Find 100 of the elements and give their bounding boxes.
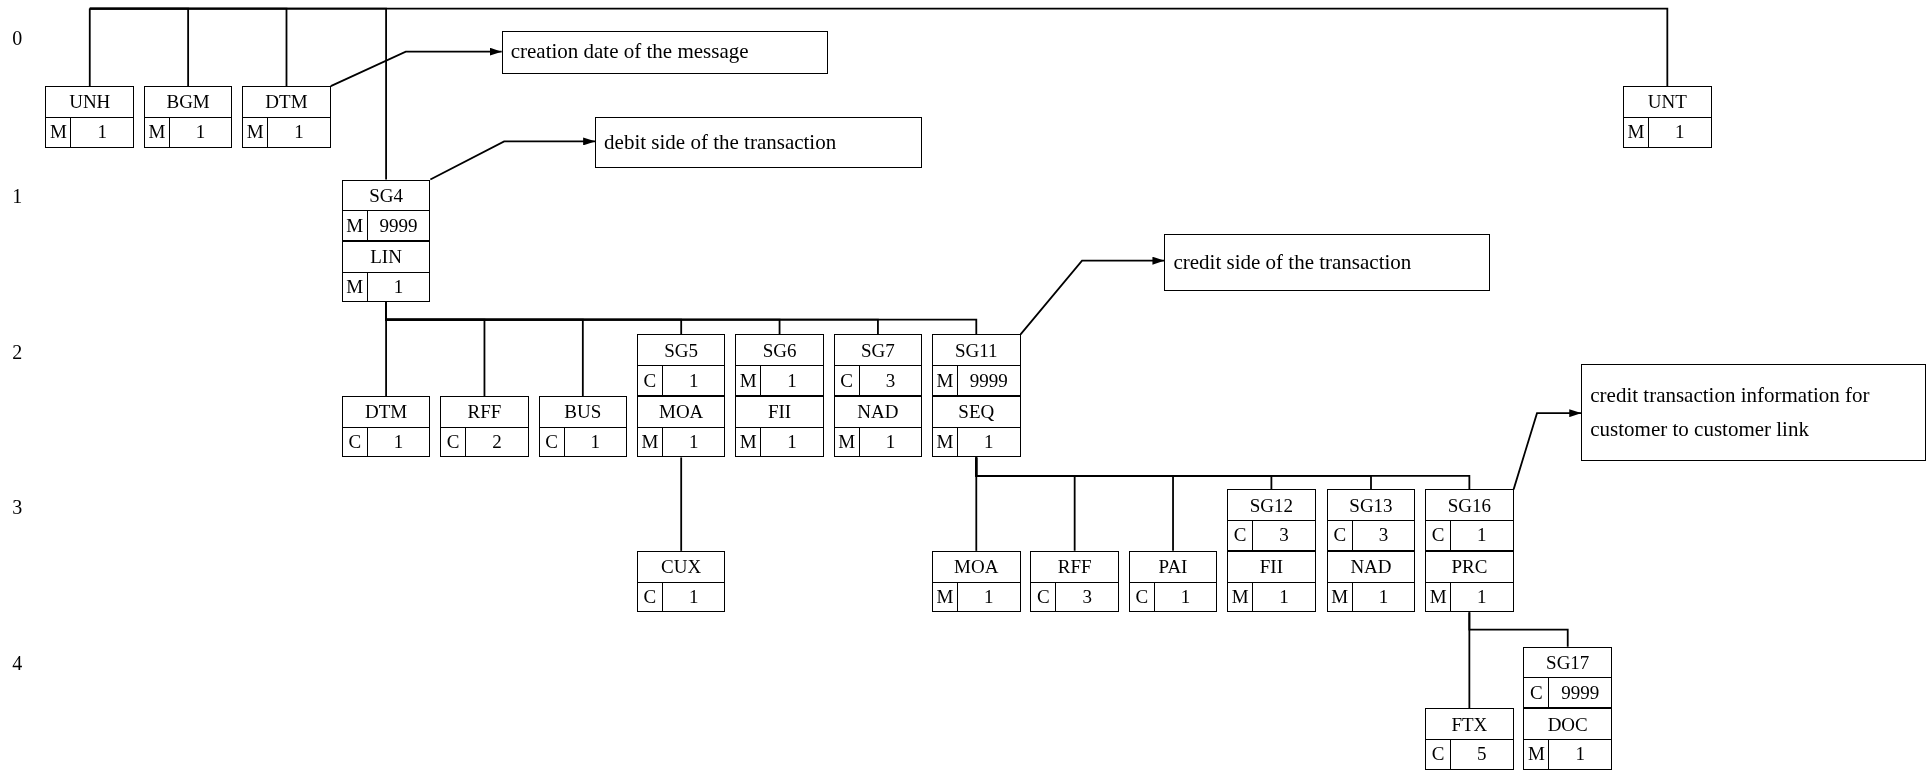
segment-box	[636, 334, 726, 396]
level-number: 4	[12, 651, 23, 675]
segment-box	[833, 334, 923, 396]
segment-box	[1227, 550, 1316, 613]
status-code: C	[1524, 678, 1550, 708]
repetition-count: 2	[491, 430, 503, 454]
repetition-count: 3	[884, 368, 897, 393]
tree-line	[88, 7, 1669, 87]
segment-box	[932, 395, 1021, 458]
segment-tag: PAI	[1129, 551, 1217, 582]
status-code: C	[1327, 521, 1353, 550]
status-code: M	[342, 272, 368, 302]
repetition-count: 3	[1081, 584, 1093, 609]
status-code: C	[1426, 739, 1452, 769]
annotation-text: credit side of the transaction	[1173, 248, 1412, 276]
segment-box	[538, 395, 628, 458]
status-code: M	[933, 427, 958, 457]
status-code: M	[144, 117, 170, 147]
segment-box	[735, 395, 824, 458]
status-code: C	[539, 427, 565, 457]
leader-arrow	[329, 47, 503, 87]
segment-box	[932, 550, 1021, 613]
status-code: M	[933, 366, 958, 395]
repetition-count: 1	[392, 430, 405, 454]
leader-arrow	[429, 137, 596, 181]
segment-tag: RFF	[441, 396, 528, 427]
status-code: M	[1327, 582, 1353, 612]
repetition-count: 9999	[968, 368, 1009, 393]
status-code: C	[637, 582, 663, 612]
segment-box	[636, 550, 726, 613]
segment-box	[1326, 550, 1416, 613]
repetition-count: 1	[1674, 120, 1686, 145]
repetition-count: 1	[1278, 584, 1290, 609]
status-code: M	[834, 427, 860, 457]
segment-tag: SG5	[637, 335, 725, 366]
status-code: M	[736, 366, 762, 395]
segment-box	[341, 179, 431, 241]
status-code: M	[243, 117, 269, 147]
repetition-count: 1	[1476, 584, 1488, 609]
status-code: C	[1426, 521, 1452, 550]
repetition-count: 5	[1476, 742, 1488, 767]
segment-tag: SG4	[342, 180, 430, 211]
repetition-count: 1	[983, 430, 995, 454]
segment-box	[1425, 550, 1514, 613]
status-code: C	[637, 366, 663, 395]
segment-tag: NAD	[1327, 551, 1415, 582]
status-code: M	[46, 117, 72, 147]
repetition-count: 1	[983, 584, 995, 609]
repetition-count: 1	[194, 120, 207, 145]
repetition-count: 3	[1278, 523, 1290, 548]
repetition-count: 1	[687, 368, 700, 393]
repetition-count: 1	[1476, 523, 1488, 548]
segment-tag: DOC	[1524, 709, 1611, 739]
status-code: M	[342, 211, 368, 240]
level-number: 3	[12, 495, 23, 519]
status-code: C	[834, 366, 860, 395]
repetition-count: 1	[589, 430, 602, 454]
annotation-text: debit side of the transaction	[604, 128, 837, 156]
segment-tag: SG17	[1524, 647, 1611, 678]
annotation-box	[595, 116, 923, 169]
status-code: M	[1228, 582, 1254, 612]
repetition-count: 9999	[1560, 680, 1601, 705]
repetition-count: 1	[1179, 584, 1192, 609]
segment-box	[1425, 708, 1514, 770]
segment-box	[636, 395, 726, 458]
status-code: C	[1031, 582, 1057, 612]
segment-tag: UNH	[46, 87, 133, 117]
segment-box	[143, 86, 233, 148]
segment-box	[1227, 489, 1316, 551]
status-code: M	[637, 427, 663, 457]
segment-box	[1128, 550, 1218, 613]
segment-tag: CUX	[637, 551, 725, 582]
repetition-count: 1	[293, 120, 305, 145]
annotation-box	[501, 30, 828, 74]
segment-box	[341, 395, 431, 458]
leader-arrow	[1512, 409, 1583, 491]
annotation-text: credit transaction information for customer to customer link	[1590, 381, 1871, 443]
repetition-count: 9999	[378, 213, 419, 238]
status-code: C	[1228, 521, 1254, 550]
repetition-count: 1	[786, 430, 798, 454]
repetition-count: 1	[786, 368, 798, 393]
status-code: M	[1624, 117, 1650, 147]
segment-tag: DTM	[342, 396, 430, 427]
repetition-count: 1	[884, 430, 897, 454]
segment-tag: DTM	[243, 87, 330, 117]
status-code: C	[1129, 582, 1155, 612]
segment-tag: SG7	[834, 335, 922, 366]
segment-box	[1523, 646, 1612, 709]
segment-tag: SG11	[933, 335, 1020, 366]
status-code: C	[342, 427, 368, 457]
segment-box	[833, 395, 923, 458]
tree-line	[680, 456, 683, 552]
segment-box	[1326, 489, 1416, 551]
segment-tag: LIN	[342, 242, 430, 272]
annotation-box	[1164, 233, 1491, 292]
segment-tag: MOA	[933, 551, 1020, 582]
leader-arrow	[1019, 256, 1166, 336]
segment-box	[341, 241, 431, 303]
annotation-box	[1581, 363, 1926, 462]
segment-box	[1523, 708, 1612, 770]
